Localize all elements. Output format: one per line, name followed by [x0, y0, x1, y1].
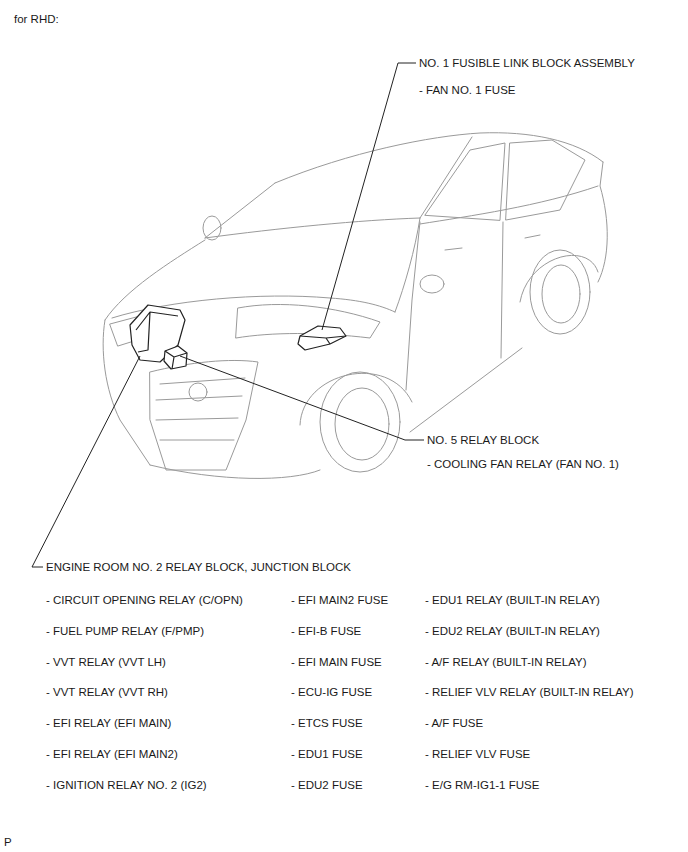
part-name: NO. 5 RELAY BLOCK: [426, 433, 540, 447]
car-body: [425, 143, 505, 220]
component-item: - EFI RELAY (EFI MAIN2): [45, 747, 179, 761]
car-body: [150, 465, 320, 478]
component-item: - VVT RELAY (VVT LH): [45, 655, 167, 669]
car-body: [320, 372, 400, 472]
component-item: - EDU2 RELAY (BUILT-IN RELAY): [424, 624, 601, 638]
car-body: [275, 133, 603, 183]
component-item: - COOLING FAN RELAY (FAN NO. 1): [426, 457, 620, 471]
component-item: - CIRCUIT OPENING RELAY (C/OPN): [45, 593, 244, 607]
car-body: [420, 137, 472, 218]
component-item: - FUEL PUMP RELAY (F/PMP): [45, 624, 205, 638]
car-body: [156, 378, 245, 440]
car-body: [103, 133, 607, 479]
car-body: [205, 218, 420, 238]
component-item: - EFI MAIN2 FUSE: [290, 593, 389, 607]
leader-lines: [180, 356, 424, 440]
car-body: [203, 216, 221, 240]
car-body: [501, 222, 503, 358]
component-item: - ETCS FUSE: [290, 716, 364, 730]
component-item: - EFI RELAY (EFI MAIN): [45, 716, 172, 730]
leader-lines: [32, 63, 424, 567]
leader-lines: [322, 63, 416, 330]
component-item: - A/F RELAY (BUILT-IN RELAY): [424, 655, 587, 669]
leader-lines: [32, 356, 140, 567]
relay-blocks: [136, 312, 178, 352]
component-item: - EFI-B FUSE: [290, 624, 362, 638]
component-item: - EFI MAIN FUSE: [290, 655, 383, 669]
page-mark: P: [3, 835, 13, 849]
car-body: [598, 162, 607, 282]
car-body: [445, 235, 540, 250]
car-body: [420, 186, 598, 224]
component-item: - A/F FUSE: [424, 716, 484, 730]
car-body: [542, 265, 580, 323]
car-body: [189, 383, 207, 401]
relay-blocks: [300, 336, 346, 344]
component-item: - EDU2 FUSE: [290, 778, 364, 792]
part-name: NO. 1 FUSIBLE LINK BLOCK ASSEMBLY: [418, 56, 636, 70]
car-body: [506, 140, 585, 220]
component-item: - E/G RM-IG1-1 FUSE: [424, 778, 540, 792]
car-body: [395, 218, 420, 312]
component-item: - ECU-IG FUSE: [290, 685, 373, 699]
car-body: [205, 183, 275, 238]
component-item: - VVT RELAY (VVT RH): [45, 685, 169, 699]
car-body: [406, 222, 420, 390]
relay-blocks: [165, 351, 187, 369]
component-item: - RELIEF VLV FUSE: [424, 747, 531, 761]
car-body: [420, 275, 444, 293]
car-body: [530, 250, 590, 334]
component-item: - EDU1 RELAY (BUILT-IN RELAY): [424, 593, 601, 607]
component-item: - IGNITION RELAY NO. 2 (IG2): [45, 778, 208, 792]
component-item: - FAN NO. 1 FUSE: [418, 83, 517, 97]
part-name: ENGINE ROOM NO. 2 RELAY BLOCK, JUNCTION …: [45, 560, 352, 574]
relay-blocks: [130, 305, 346, 369]
variant-note: for RHD:: [13, 12, 60, 26]
car-body: [410, 348, 522, 432]
component-item: - RELIEF VLV RELAY (BUILT-IN RELAY): [424, 685, 635, 699]
car-body: [150, 360, 258, 470]
component-item: - EDU1 FUSE: [290, 747, 364, 761]
